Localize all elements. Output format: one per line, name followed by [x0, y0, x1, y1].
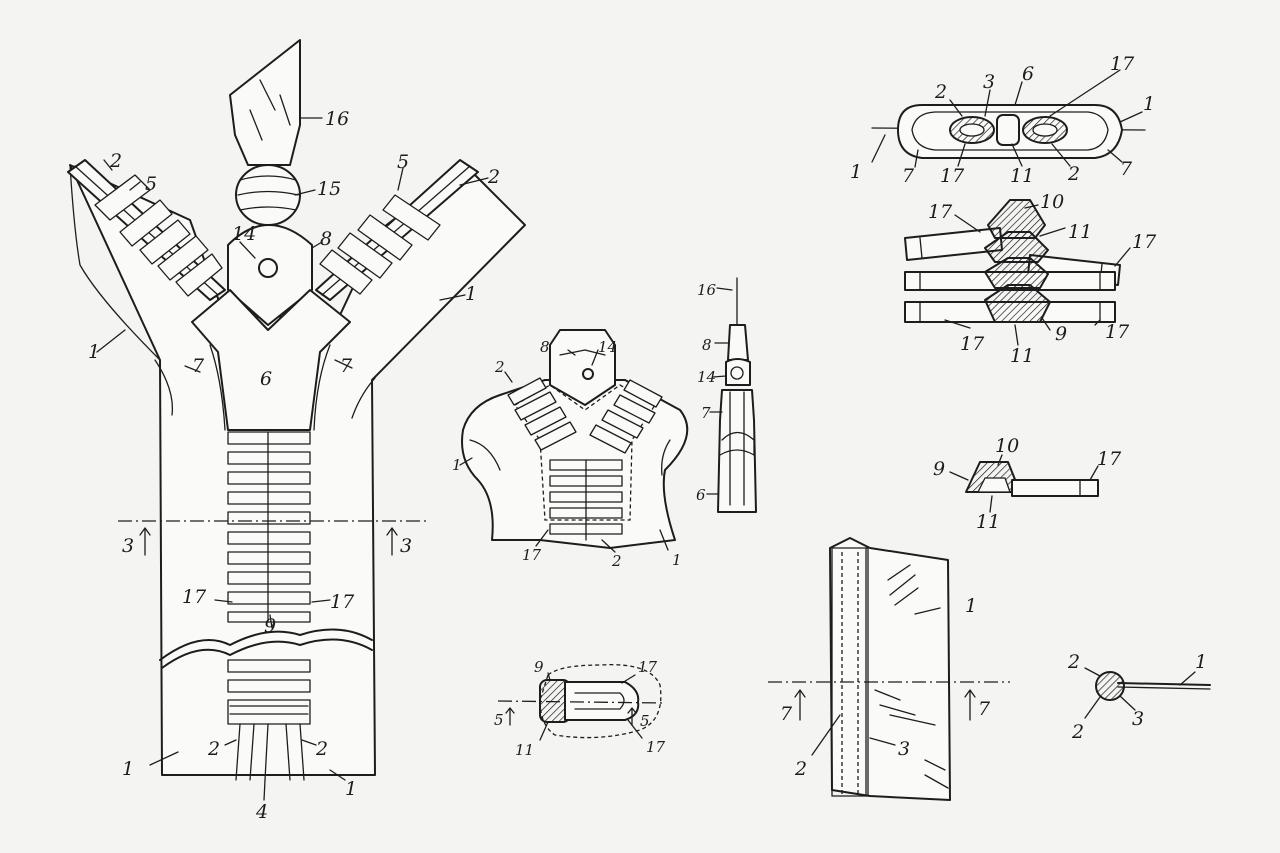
- label-8: 8: [702, 336, 712, 354]
- label-5-right: 5: [397, 151, 409, 173]
- label-1-right: 1: [465, 283, 477, 305]
- section-label-5-left: 5: [494, 711, 504, 729]
- label-2-bottom-left: 2: [207, 738, 220, 760]
- label-15: 15: [317, 178, 341, 200]
- label-7-right: 7: [340, 355, 353, 377]
- fig-9-cord-section: 2 1 2 3: [1067, 651, 1211, 743]
- label-10: 10: [1040, 191, 1064, 213]
- label-3: 3: [983, 71, 995, 93]
- label-6: 6: [260, 368, 272, 390]
- fig-1-zipper-front-view: 16 15 14 8 6 5 5 2 2 1 1 1 1 7 7 17 17 9…: [67, 39, 526, 823]
- section-label-7-left: 7: [780, 703, 793, 725]
- label-17-top: 17: [638, 658, 658, 676]
- label-17: 17: [522, 546, 542, 564]
- label-17-bottom-left: 17: [960, 333, 985, 355]
- fig-4-cross-section: 2 3 6 17 1 1 7 17 11 2 7: [850, 53, 1155, 187]
- label-2-bottom: 2: [1071, 721, 1084, 743]
- label-17-bottom-right: 17: [1105, 321, 1130, 343]
- label-2-left: 2: [109, 150, 122, 172]
- label-17: 17: [1097, 448, 1122, 470]
- label-11-bottom: 11: [1010, 345, 1034, 367]
- label-2-right: 2: [487, 166, 500, 188]
- label-2-bottom-right: 2: [315, 738, 328, 760]
- label-1: 1: [1195, 651, 1207, 673]
- label-11-top: 11: [1068, 221, 1092, 243]
- label-1-bottom-left: 1: [122, 758, 134, 780]
- label-1-right: 1: [1143, 93, 1155, 115]
- label-7-left: 7: [192, 355, 205, 377]
- fig-5-stacked-elements: 17 10 11 17 17 9 17 11: [904, 191, 1157, 367]
- label-7-left: 7: [902, 165, 915, 187]
- label-5-left: 5: [145, 173, 157, 195]
- section-label-3-left: 3: [122, 535, 134, 557]
- label-7: 7: [701, 404, 711, 422]
- section-label-7-right: 7: [978, 698, 991, 720]
- fig-2-slider-rear-view: 8 14 2 1 1 17 2: [452, 329, 689, 570]
- label-6: 6: [696, 486, 706, 504]
- section-label-3-right: 3: [400, 535, 412, 557]
- fig-6-single-element: 9 10 17 11: [933, 435, 1122, 533]
- label-9: 9: [1055, 323, 1067, 345]
- fig-8-tape-segment: 1 7 7 2 3: [768, 537, 1010, 801]
- label-17-bottom: 17: [646, 738, 666, 756]
- label-1-left: 1: [850, 161, 862, 183]
- label-9: 9: [534, 658, 544, 676]
- label-2-top: 2: [1067, 651, 1080, 673]
- label-16: 16: [697, 281, 717, 299]
- label-11: 11: [1010, 165, 1034, 187]
- label-17-bottom: 17: [940, 165, 965, 187]
- label-16: 16: [325, 108, 349, 130]
- section-label-5-right: 5: [640, 712, 650, 730]
- label-7-right: 7: [1120, 158, 1133, 180]
- label-1-left: 1: [452, 456, 462, 474]
- label-17-right: 17: [1132, 231, 1157, 253]
- fig-7-element-top-view: 9 17 5 5 11 17: [494, 658, 666, 759]
- label-10: 10: [995, 435, 1019, 457]
- label-11: 11: [515, 741, 534, 759]
- label-17-left: 17: [182, 586, 207, 608]
- label-2-bottom: 2: [1067, 163, 1080, 185]
- label-3: 3: [1132, 708, 1144, 730]
- label-4: 4: [255, 801, 268, 823]
- label-2-top: 2: [934, 81, 947, 103]
- label-17-top: 17: [1110, 53, 1135, 75]
- label-2: 2: [494, 358, 505, 376]
- label-9: 9: [933, 458, 945, 480]
- label-2: 2: [794, 758, 807, 780]
- label-1: 1: [965, 595, 977, 617]
- label-14: 14: [598, 338, 617, 356]
- label-14: 14: [697, 368, 716, 386]
- label-6: 6: [1022, 63, 1034, 85]
- label-14: 14: [232, 223, 256, 245]
- label-1-right: 1: [672, 551, 682, 569]
- label-1-bottom-right: 1: [345, 778, 357, 800]
- fig-3-slider-side-view: 16 8 14 7 6: [696, 277, 757, 513]
- label-17-top-left: 17: [928, 201, 953, 223]
- label-8: 8: [320, 228, 332, 250]
- label-3: 3: [898, 738, 910, 760]
- label-2-bottom: 2: [611, 552, 622, 570]
- label-17-right: 17: [330, 591, 355, 613]
- label-9: 9: [264, 615, 276, 637]
- label-8: 8: [540, 338, 550, 356]
- label-1-left: 1: [88, 341, 100, 363]
- label-11: 11: [976, 511, 1000, 533]
